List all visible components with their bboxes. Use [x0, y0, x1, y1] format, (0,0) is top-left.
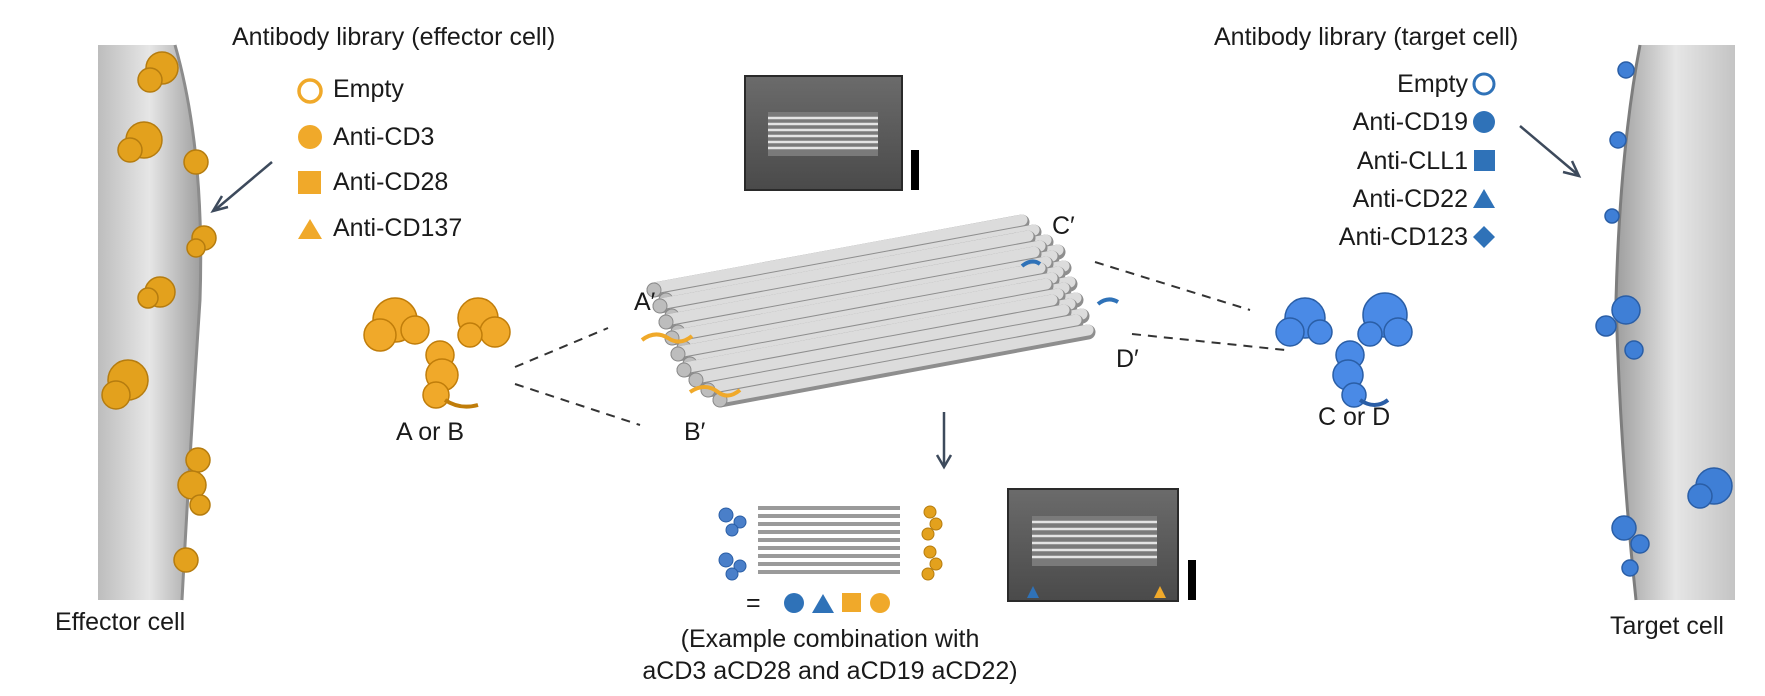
caption-line-1: (Example combination with	[680, 625, 980, 653]
anti-cd19-symbol	[784, 593, 804, 613]
rod	[678, 294, 1058, 374]
rod	[648, 214, 1028, 294]
triangle-icon	[298, 219, 322, 239]
rod	[690, 304, 1070, 384]
dna-origami-bundle	[646, 214, 1096, 408]
example-bundle	[718, 505, 943, 581]
anti-cd28-symbol	[842, 593, 861, 612]
bundle-down-arrow	[935, 412, 953, 470]
equals-sign: =	[746, 589, 761, 617]
effector-legend-empty: Empty	[333, 75, 404, 103]
c-or-d-label: C or D	[1318, 403, 1391, 431]
example-symbols	[784, 593, 890, 613]
filled-circle-icon	[1473, 111, 1495, 133]
rod	[660, 246, 1040, 326]
target-legend-anti-cd22: Anti-CD22	[1352, 185, 1468, 213]
c-prime-label: C′	[1052, 212, 1075, 240]
rod-end	[658, 314, 674, 330]
open-circle-icon	[297, 78, 323, 104]
d-prime-label: D′	[1116, 345, 1139, 373]
open-circle-icon	[1472, 72, 1496, 96]
antibody-c-or-d	[1275, 292, 1413, 408]
rod-end	[646, 282, 662, 298]
rod-end	[670, 346, 686, 362]
target-legend-icons	[1472, 72, 1496, 248]
effector-cell-label: Effector cell	[55, 608, 186, 636]
diamond-icon	[1473, 226, 1495, 248]
triangle-icon	[1473, 189, 1495, 208]
rod	[714, 324, 1094, 404]
target-library-title: Antibody library (target cell)	[1214, 23, 1519, 51]
effector-legend-anti-cd137: Anti-CD137	[333, 214, 463, 242]
anti-cd22-symbol	[812, 594, 834, 613]
a-or-b-label: A or B	[396, 418, 465, 446]
effector-legend-arrow	[210, 161, 273, 214]
b-prime-label: B′	[684, 418, 706, 446]
target-legend-empty: Empty	[1397, 70, 1468, 98]
effector-legend-icons	[297, 78, 323, 239]
effector-cell-membrane	[98, 44, 217, 601]
rod-end	[688, 372, 704, 388]
target-legend-arrow	[1519, 125, 1582, 178]
anti-cd3-symbol	[870, 593, 890, 613]
target-cell-label: Target cell	[1610, 612, 1724, 640]
target-cell-membrane	[1595, 44, 1735, 601]
effector-library-title: Antibody library (effector cell)	[232, 23, 556, 51]
square-icon	[298, 171, 321, 194]
square-icon	[1474, 150, 1495, 171]
dashed-connectors	[514, 261, 1286, 426]
em-image-top	[744, 75, 919, 191]
target-legend-anti-cll1: Anti-CLL1	[1356, 147, 1468, 175]
target-legend-anti-cd19: Anti-CD19	[1352, 108, 1468, 136]
caption-line-2: aCD3 aCD28 and aCD19 aCD22)	[642, 657, 1018, 685]
example-caption: (Example combination with aCD3 aCD28 and…	[580, 623, 1080, 687]
a-prime-label: A′	[634, 288, 656, 316]
filled-circle-icon	[298, 125, 322, 149]
target-legend-anti-cd123: Anti-CD123	[1338, 223, 1468, 251]
bundle-handles	[640, 259, 1120, 398]
effector-legend-anti-cd3: Anti-CD3	[333, 123, 435, 151]
antibody-a-or-b	[363, 297, 511, 409]
rod-end	[676, 362, 692, 378]
rod	[666, 262, 1046, 342]
rod	[654, 230, 1034, 310]
effector-legend-anti-cd28: Anti-CD28	[333, 168, 449, 196]
em-image-bottom	[1007, 488, 1196, 602]
rod-end	[652, 298, 668, 314]
rod	[702, 314, 1082, 394]
rod	[672, 278, 1052, 358]
